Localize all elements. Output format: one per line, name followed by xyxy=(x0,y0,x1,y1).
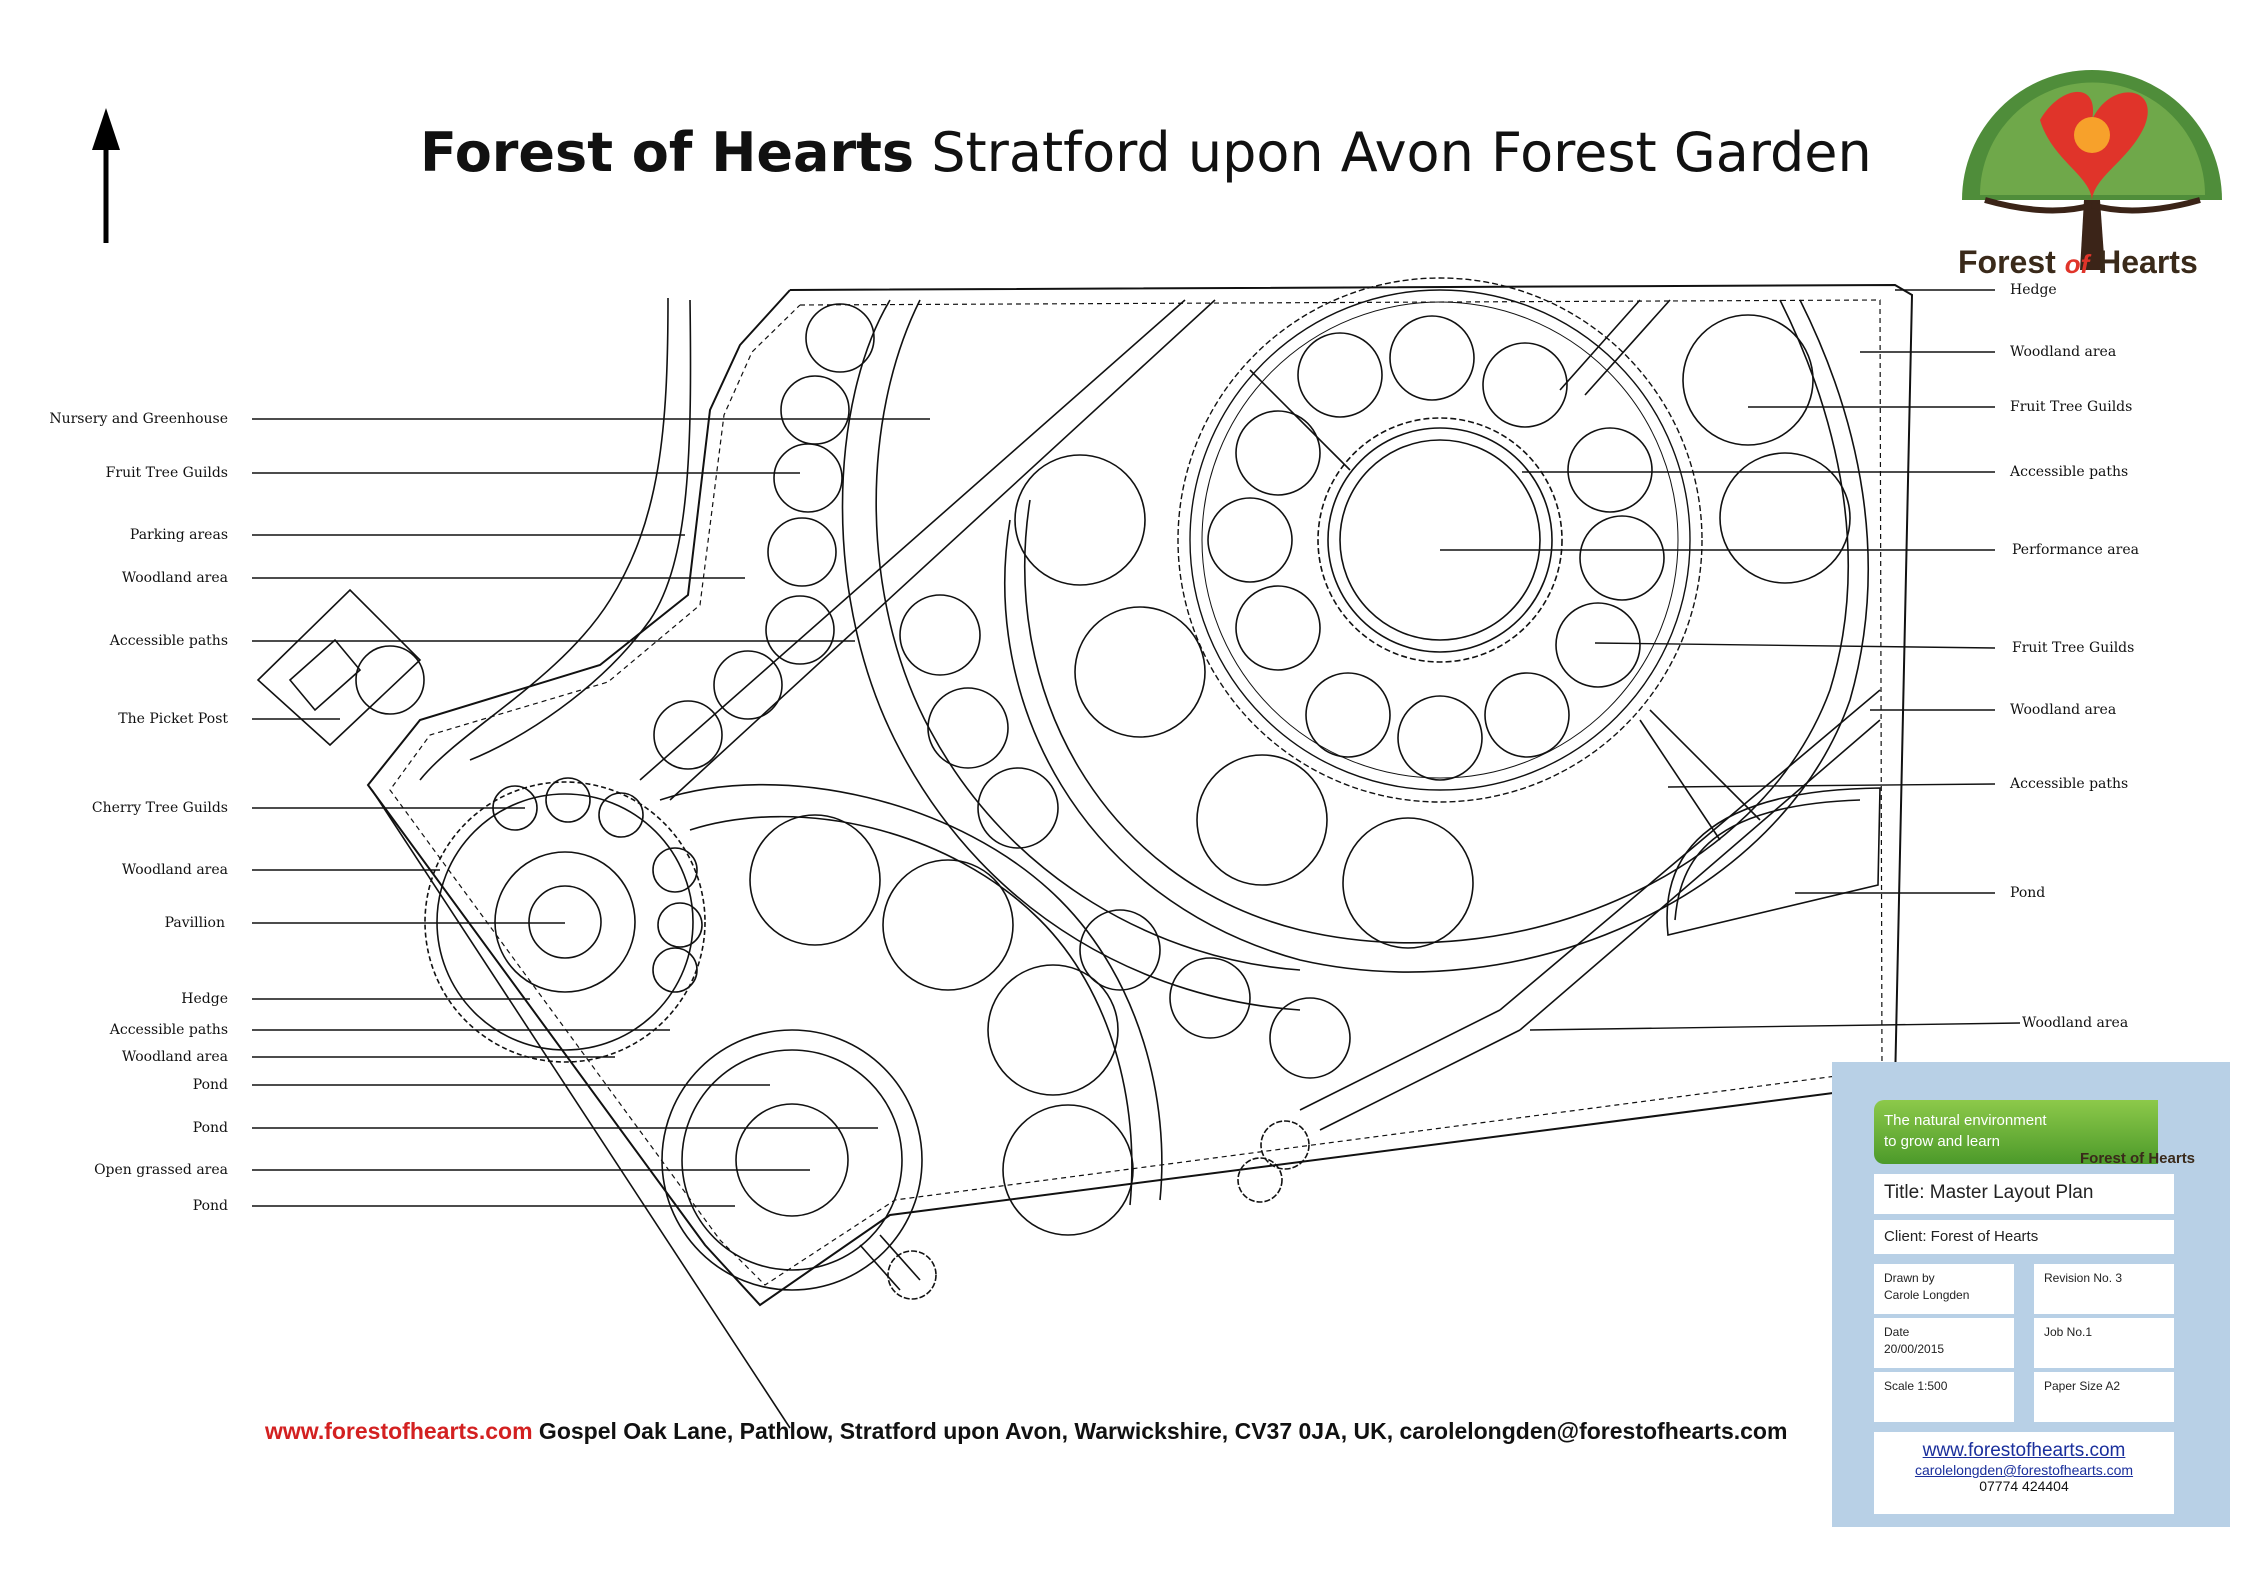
forest-of-hearts-logo xyxy=(1962,70,2222,270)
label-woodland-area-3: Woodland area xyxy=(121,1049,228,1065)
title-block: The natural environment to grow and lear… xyxy=(1832,1062,2230,1527)
label-pond-1: Pond xyxy=(192,1077,228,1093)
label-pond-3: Pond xyxy=(192,1198,228,1214)
drawing-title: Title: Master Layout Plan xyxy=(1874,1174,2174,1214)
tree-symbols xyxy=(887,1120,1310,1300)
label-woodland-area-right: Woodland area xyxy=(2010,344,2117,360)
label-performance-area: Performance area xyxy=(2012,542,2139,558)
page-title: Forest of Hearts Stratford upon Avon For… xyxy=(420,118,1872,188)
label-fruit-tree-guilds-right: Fruit Tree Guilds xyxy=(2010,399,2133,415)
footer-address-text: Gospel Oak Lane, Pathlow, Stratford upon… xyxy=(532,1418,1788,1444)
title-block-website-link[interactable]: www.forestofhearts.com xyxy=(1922,1440,2126,1461)
label-nursery-greenhouse: Nursery and Greenhouse xyxy=(49,411,228,427)
lower-ponds xyxy=(661,1029,923,1291)
north-arrow-icon xyxy=(92,108,120,243)
leader-lines-right xyxy=(1440,289,2021,1031)
label-accessible-paths-2: Accessible paths xyxy=(109,1022,228,1038)
mini-logo-text: Forest of Hearts xyxy=(2080,1150,2196,1167)
title-block-phone: 07774 424404 xyxy=(1979,1478,2069,1494)
access-road xyxy=(371,297,791,1429)
label-pond-2: Pond xyxy=(192,1120,228,1136)
label-accessible-paths-right-2: Accessible paths xyxy=(2010,776,2129,792)
title-rest: Stratford upon Avon Forest Garden xyxy=(914,121,1872,184)
date-cell: Date 20/00/2015 xyxy=(1874,1318,2014,1368)
straight-paths xyxy=(639,299,1881,1131)
picket-post-building xyxy=(256,588,425,747)
label-pond-right: Pond xyxy=(2010,885,2046,901)
footer-website-link[interactable]: www.forestofhearts.com xyxy=(265,1418,533,1444)
drawing-client: Client: Forest of Hearts xyxy=(1874,1220,2174,1254)
fruit-tree-guilds-central xyxy=(1207,315,1665,781)
logo-text: Forest of Hearts xyxy=(1958,244,2198,281)
label-fruit-tree-guilds-right-2: Fruit Tree Guilds xyxy=(2012,640,2135,656)
label-fruit-tree-guilds: Fruit Tree Guilds xyxy=(105,465,228,481)
performance-area xyxy=(1177,277,1703,803)
title-bold: Forest of Hearts xyxy=(420,121,915,184)
label-hedge-right: Hedge xyxy=(2010,282,2057,298)
label-parking-areas: Parking areas xyxy=(129,527,228,543)
logo-word-forest: Forest xyxy=(1958,244,2056,280)
label-picket-post: The Picket Post xyxy=(118,711,228,727)
pavilion-area xyxy=(424,777,706,1063)
hedge-boundary xyxy=(366,283,1914,1307)
fruit-tree-guilds-lower xyxy=(749,814,1014,991)
label-woodland-area-right-3: Woodland area xyxy=(2022,1015,2129,1031)
label-accessible-paths: Accessible paths xyxy=(109,633,228,649)
drawn-by-cell: Drawn by Carole Longden xyxy=(1874,1264,2014,1314)
path-arcs xyxy=(659,299,1869,1206)
footer-address: www.forestofhearts.com Gospel Oak Lane, … xyxy=(265,1418,1787,1445)
label-woodland-area-2: Woodland area xyxy=(121,862,228,878)
date-value: 20/00/2015 xyxy=(1884,1342,1945,1356)
paper-size-cell: Paper Size A2 xyxy=(2034,1372,2174,1422)
label-accessible-paths-right: Accessible paths xyxy=(2010,464,2129,480)
revision-cell: Revision No. 3 xyxy=(2034,1264,2174,1314)
tagline-line-1: The natural environment xyxy=(1884,1112,2047,1129)
scale-cell: Scale 1:500 xyxy=(1874,1372,2014,1422)
job-cell: Job No.1 xyxy=(2034,1318,2174,1368)
title-block-email-link[interactable]: carolelongden@forestofhearts.com xyxy=(1914,1462,2134,1478)
fruit-tree-guilds-right xyxy=(1682,314,1851,584)
label-woodland-area-right-2: Woodland area xyxy=(2010,702,2117,718)
tagline-banner: The natural environment to grow and lear… xyxy=(1874,1100,2158,1164)
label-open-grassed-area: Open grassed area xyxy=(94,1162,228,1178)
tagline-line-2: to grow and learn xyxy=(1884,1133,2000,1150)
drawn-by-value: Carole Longden xyxy=(1884,1288,1970,1302)
label-cherry-tree-guilds: Cherry Tree Guilds xyxy=(91,800,228,816)
fruit-tree-guilds-middle xyxy=(899,454,1474,1236)
label-woodland-area: Woodland area xyxy=(121,570,228,586)
leader-lines-left xyxy=(252,418,930,1207)
date-label: Date xyxy=(1884,1325,1910,1339)
contact-cell: www.forestofhearts.com carolelongden@for… xyxy=(1874,1432,2174,1514)
logo-word-hearts: Hearts xyxy=(2098,244,2198,280)
pond-right xyxy=(1666,787,1881,936)
drawn-by-label: Drawn by xyxy=(1884,1271,1935,1285)
label-hedge: Hedge xyxy=(181,991,228,1007)
label-pavillion: Pavillion xyxy=(164,915,225,931)
logo-word-of: of xyxy=(2064,249,2090,279)
fruit-tree-guilds-left xyxy=(653,303,875,770)
